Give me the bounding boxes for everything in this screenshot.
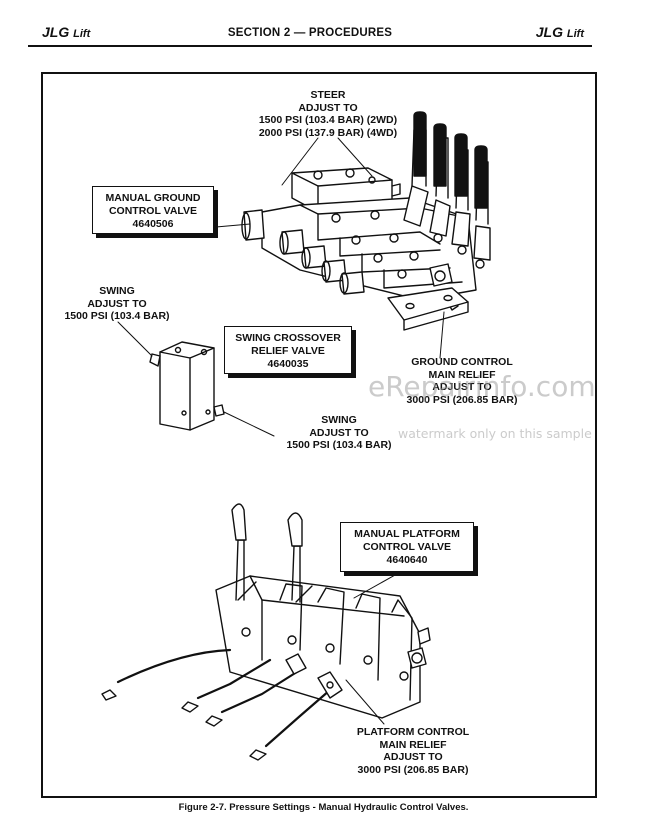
section-title: SECTION 2 — PROCEDURES xyxy=(227,27,393,39)
header-rule xyxy=(28,45,592,47)
figure-caption: Figure 2-7. Pressure Settings - Manual H… xyxy=(178,802,469,813)
brand-left-name: JLG xyxy=(42,24,70,40)
ground-control-valve-drawing xyxy=(241,111,491,331)
platform-control-main-relief-label: PLATFORM CONTROL MAIN RELIEF ADJUST TO 3… xyxy=(346,726,480,776)
label-line: PLATFORM CONTROL xyxy=(356,726,470,738)
label-line: 1500 PSI (103.4 BAR) xyxy=(64,310,170,322)
label-line: 3000 PSI (206.85 BAR) xyxy=(406,393,518,406)
figure-frame xyxy=(41,72,597,798)
label-line: 1500 PSI (103.4 BAR) (2WD) xyxy=(258,114,398,126)
label-line: MANUAL GROUND xyxy=(105,192,201,204)
label-line: CONTROL VALVE xyxy=(108,205,198,217)
label-line: 3000 PSI (206.85 BAR) xyxy=(357,763,469,776)
label-line: ADJUST TO xyxy=(298,101,358,114)
swing-adjust-label-left: SWING ADJUST TO 1500 PSI (103.4 BAR) xyxy=(62,285,172,323)
label-line: ADJUST TO xyxy=(383,751,443,763)
label-line: 4640035 xyxy=(267,358,309,370)
brand-logo-left: JLG Lift xyxy=(42,24,90,40)
label-line: 4640640 xyxy=(386,554,428,566)
label-line: ADJUST TO xyxy=(432,381,492,393)
label-line: ADJUST TO xyxy=(87,297,147,310)
page-header: JLG Lift SECTION 2 — PROCEDURES JLG Lift xyxy=(28,22,592,47)
label-line: CONTROL VALVE xyxy=(362,541,452,553)
label-line: RELIEF VALVE xyxy=(251,345,325,357)
label-line: SWING CROSSOVER xyxy=(235,332,341,344)
manual-platform-control-valve-box: MANUAL PLATFORM CONTROL VALVE 4640640 xyxy=(340,522,474,572)
label-line: MAIN RELIEF xyxy=(379,738,447,751)
swing-crossover-relief-valve-box: SWING CROSSOVER RELIEF VALVE 4640035 xyxy=(224,326,352,374)
manual-ground-control-valve-box: MANUAL GROUND CONTROL VALVE 4640506 xyxy=(92,186,214,234)
ground-control-main-relief-label: GROUND CONTROL MAIN RELIEF ADJUST TO 300… xyxy=(395,356,529,406)
swing-adjust-label-right: SWING ADJUST TO 1500 PSI (103.4 BAR) xyxy=(282,414,396,452)
watermark-main: eRepairinfo.com xyxy=(368,370,596,403)
label-line: 2000 PSI (137.9 BAR) (4WD) xyxy=(258,126,398,139)
brand-right-suffix: Lift xyxy=(566,28,584,40)
label-line: 1500 PSI (103.4 BAR) xyxy=(286,439,392,451)
label-line: 4640506 xyxy=(132,218,174,230)
platform-control-valve-drawing xyxy=(101,503,431,761)
steer-adjust-label: STEER ADJUST TO 1500 PSI (103.4 BAR) (2W… xyxy=(252,89,404,139)
brand-left-suffix: Lift xyxy=(73,28,91,40)
label-line: SWING xyxy=(99,285,135,297)
label-line: GROUND CONTROL xyxy=(411,356,513,368)
label-line: MAIN RELIEF xyxy=(428,368,496,381)
brand-right-name: JLG xyxy=(535,24,563,40)
brand-logo-right: JLG Lift xyxy=(536,24,584,40)
label-line: STEER xyxy=(310,89,346,101)
label-line: SWING xyxy=(321,414,357,426)
watermark-sub: watermark only on this sample xyxy=(398,426,592,441)
label-line: ADJUST TO xyxy=(309,426,369,439)
swing-crossover-valve-drawing xyxy=(149,341,225,431)
label-line: MANUAL PLATFORM xyxy=(354,528,460,540)
